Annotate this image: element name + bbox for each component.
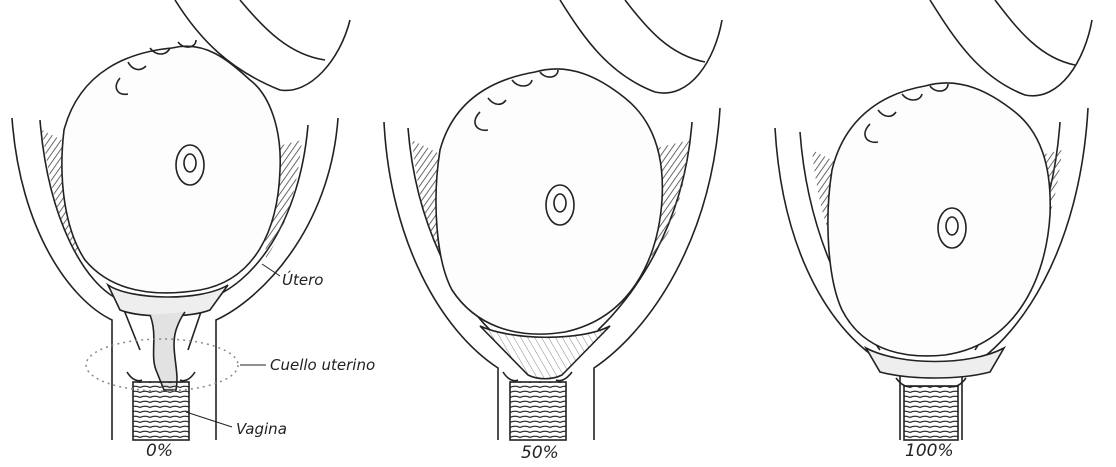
panel-0-drawing: [12, 0, 350, 440]
panel-100-drawing: [775, 0, 1092, 440]
cervix: [150, 312, 185, 390]
uterus-label: Útero: [282, 271, 323, 289]
panel-50-drawing: [384, 0, 722, 440]
panel-0-label: 0%: [146, 441, 173, 461]
fetal-head: [62, 46, 280, 293]
vagina-leader: [186, 412, 232, 427]
panel-100-label: 100%: [905, 441, 954, 461]
panel-50-label: 50%: [521, 443, 559, 463]
cervix-label: Cuello uterino: [270, 356, 375, 374]
vagina-label: Vagina: [236, 420, 287, 438]
